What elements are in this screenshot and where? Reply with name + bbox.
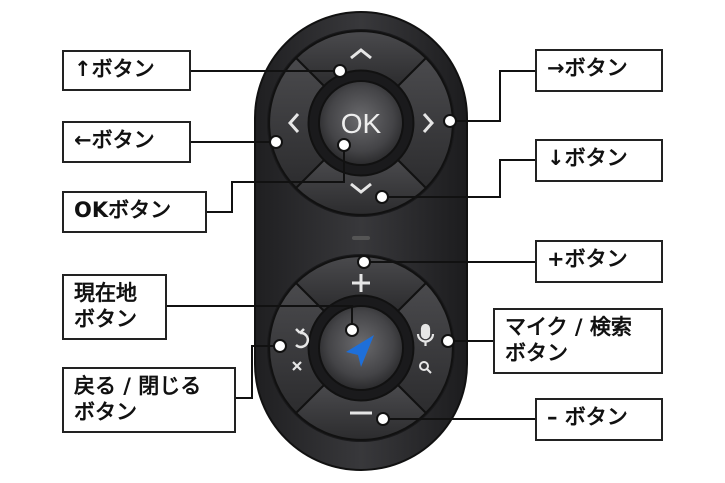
label-back-close-button: 戻る / 閉じる ボタン bbox=[62, 367, 236, 433]
label-up-button: ↑ボタン bbox=[62, 50, 191, 91]
label-ok-button: OKボタン bbox=[62, 191, 207, 233]
search-icon bbox=[419, 361, 432, 374]
status-led bbox=[352, 236, 370, 240]
chevron-up-icon bbox=[350, 48, 372, 60]
label-left-button: ←ボタン bbox=[62, 121, 191, 163]
label-minus-button: – ボタン bbox=[535, 398, 663, 441]
lower-pad bbox=[267, 254, 455, 442]
mic-button[interactable] bbox=[396, 281, 454, 415]
navigation-arrow-icon bbox=[346, 335, 374, 367]
chevron-right-icon bbox=[422, 113, 435, 133]
leader-lines bbox=[167, 70, 535, 420]
back-button[interactable] bbox=[268, 281, 326, 415]
microphone-icon bbox=[416, 323, 435, 346]
plus-icon bbox=[352, 274, 370, 292]
label-current-location-button: 現在地 ボタン bbox=[62, 274, 167, 340]
left-button[interactable] bbox=[268, 56, 326, 190]
close-icon bbox=[292, 361, 302, 371]
leader-dots bbox=[269, 64, 457, 426]
chevron-left-icon bbox=[287, 113, 300, 133]
down-button[interactable] bbox=[294, 158, 428, 216]
label-mic-search-button: マイク / 検索 ボタン bbox=[493, 308, 663, 374]
back-icon bbox=[295, 328, 310, 349]
dpad: OK bbox=[267, 29, 455, 217]
ok-button-text: OK bbox=[341, 108, 382, 139]
chevron-down-icon bbox=[350, 182, 372, 194]
label-down-button: ↓ボタン bbox=[535, 139, 663, 182]
label-plus-button: +ボタン bbox=[535, 240, 663, 283]
right-button[interactable] bbox=[396, 56, 454, 190]
label-right-button: →ボタン bbox=[535, 49, 663, 92]
